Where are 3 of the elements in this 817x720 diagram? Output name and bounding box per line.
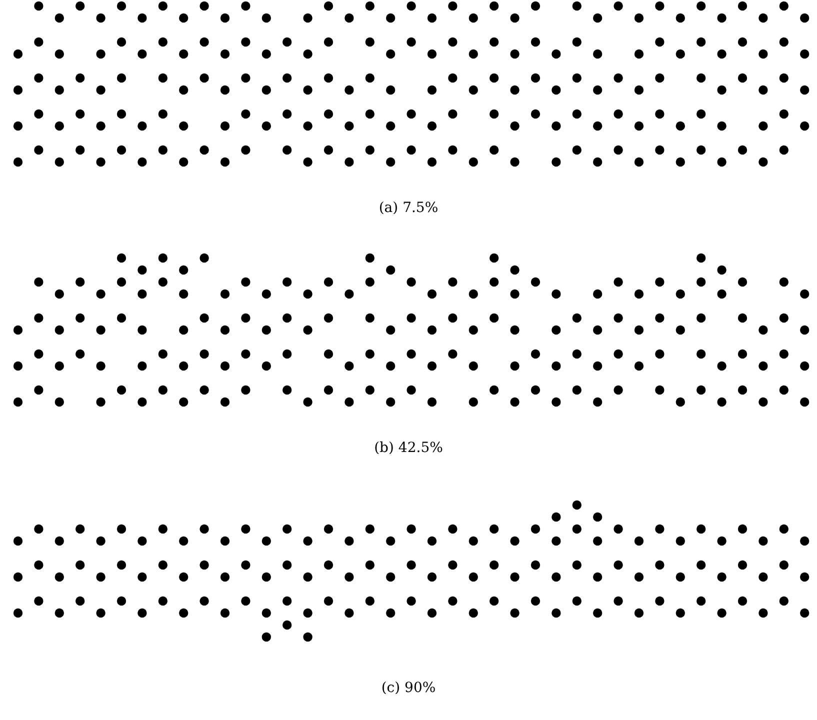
- panel-caption: (b) 42.5%: [374, 440, 443, 456]
- panel-caption: (c) 90%: [381, 680, 436, 696]
- panel-caption: (a) 7.5%: [378, 200, 438, 216]
